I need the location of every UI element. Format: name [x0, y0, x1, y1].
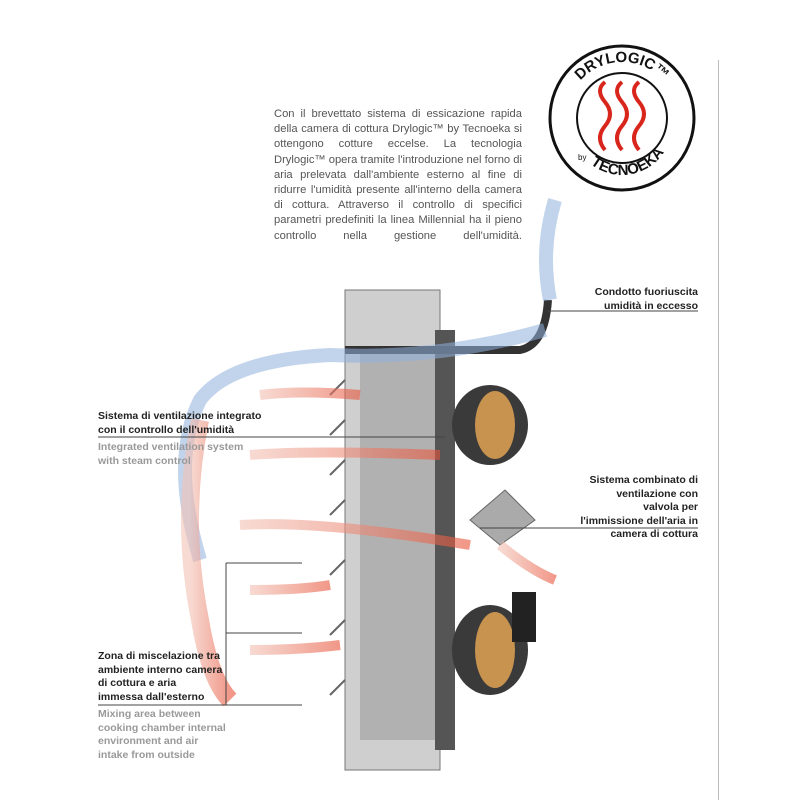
intro-paragraph: Con il brevettato sistema di essicazione… — [274, 108, 522, 242]
fan-motor-top — [452, 385, 528, 465]
label-ventilation-it: Sistema di ventilazione integrato con il… — [98, 410, 262, 436]
callout-lines — [98, 310, 698, 706]
fan-motor-bottom — [452, 592, 536, 695]
drylogic-logo: DRYLOGIC™ TECNOEKA by — [548, 44, 696, 192]
hot-air-flow — [181, 387, 557, 707]
label-mixing-en: Mixing area between cooking chamber inte… — [98, 708, 226, 761]
label-duct: Condotto fuoriuscita umidità in eccesso — [594, 286, 698, 312]
label-ventilation-en: Integrated ventilation system with steam… — [98, 441, 244, 467]
svg-text:by: by — [578, 153, 586, 162]
label-mixing-it: Zona di miscelazione tra ambiente intern… — [98, 650, 223, 703]
label-combined-system: Sistema combinato di ventilazione con va… — [580, 474, 698, 540]
air-valve — [469, 489, 536, 546]
page-divider — [718, 60, 719, 800]
